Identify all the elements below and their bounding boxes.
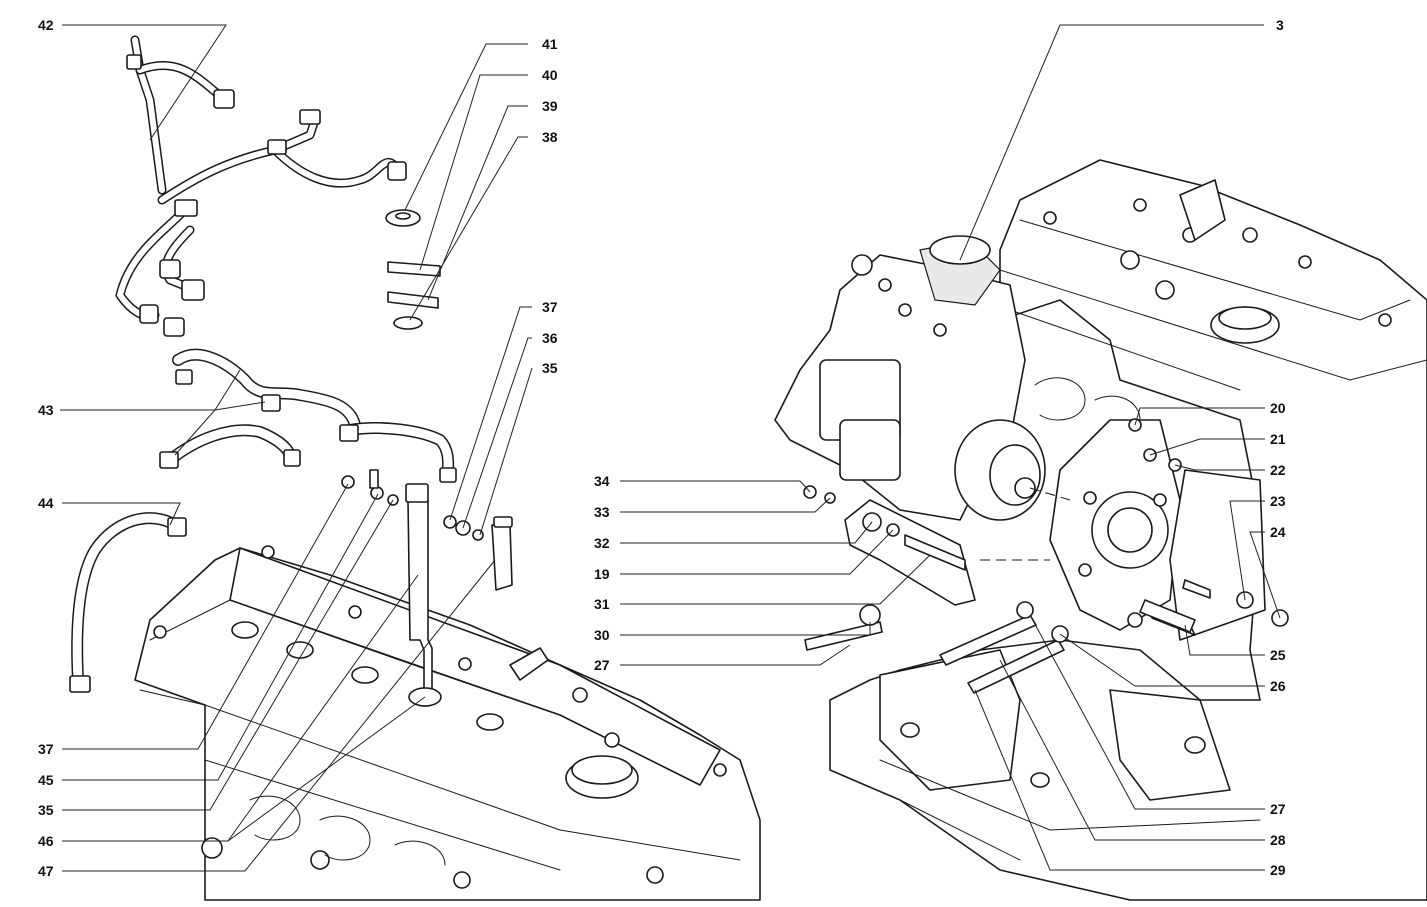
- callout-34: 34: [594, 473, 610, 489]
- callout-27-middle: 27: [594, 657, 610, 673]
- callout-3: 3: [1276, 17, 1284, 33]
- callout-42: 42: [38, 17, 54, 33]
- leader-lines: [60, 24, 1281, 872]
- callout-41: 41: [542, 36, 558, 52]
- callout-26: 26: [1270, 678, 1286, 694]
- callout-45: 45: [38, 772, 54, 788]
- callout-43: 43: [38, 402, 54, 418]
- pump-rear-bracket: [803, 485, 1071, 606]
- injector-washers-and-plates: [385, 209, 441, 330]
- callout-27-right: 27: [1270, 801, 1286, 817]
- callout-25: 25: [1270, 647, 1286, 663]
- callout-37-bottom: 37: [38, 741, 54, 757]
- callout-47: 47: [38, 863, 54, 879]
- mounting-bolts: [804, 599, 1196, 694]
- callout-23: 23: [1270, 493, 1286, 509]
- callout-20: 20: [1270, 400, 1286, 416]
- callout-39: 39: [542, 98, 558, 114]
- callout-22: 22: [1270, 462, 1286, 478]
- callout-32: 32: [594, 535, 610, 551]
- callout-40: 40: [542, 67, 558, 83]
- callout-31: 31: [594, 596, 610, 612]
- injectors-and-fasteners: [341, 469, 513, 707]
- left-engine-cylinder-head: [134, 545, 761, 901]
- injection-pump: [774, 235, 1046, 521]
- callout-35-bottom: 35: [38, 802, 54, 818]
- callout-38: 38: [542, 129, 558, 145]
- callout-44: 44: [38, 495, 54, 511]
- callout-24: 24: [1270, 524, 1286, 540]
- callout-35-top: 35: [542, 360, 558, 376]
- pump-mounting-bracket: [1049, 418, 1289, 641]
- fuel-supply-hose: [69, 512, 187, 693]
- callout-29: 29: [1270, 862, 1286, 878]
- callout-46: 46: [38, 833, 54, 849]
- callout-21: 21: [1270, 431, 1286, 447]
- callout-19: 19: [594, 566, 610, 582]
- callout-33: 33: [594, 504, 610, 520]
- callout-30: 30: [594, 627, 610, 643]
- fuel-return-hoses: [159, 348, 457, 483]
- high-pressure-fuel-lines: [115, 35, 407, 337]
- callout-37-top: 37: [542, 299, 558, 315]
- callout-28: 28: [1270, 832, 1286, 848]
- callout-labels: 42 41 40 39 38 37 36 35 43 44 37 45 35 4…: [38, 17, 1286, 879]
- callout-36: 36: [542, 330, 558, 346]
